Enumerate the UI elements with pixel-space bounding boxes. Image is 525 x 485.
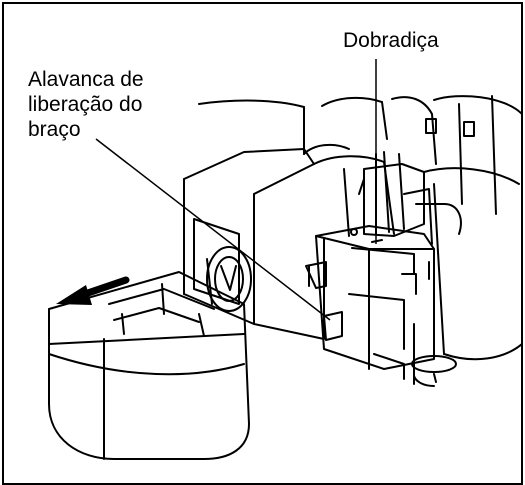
free-arm-module (315, 225, 435, 370)
base-left-block (183, 148, 315, 325)
presser-foot-area (363, 163, 425, 237)
hinge-label: Dobradiça (343, 29, 439, 52)
machine-top-curve (198, 99, 305, 108)
lever-label-line-1: Alavanca de (28, 68, 144, 91)
detached-cover (48, 271, 250, 460)
lever-label-line-3: braço (28, 118, 81, 141)
arm-release-lever-label: Alavanca de liberação do braço (28, 67, 144, 142)
dial-knob (206, 246, 252, 312)
removal-direction-arrow (56, 276, 130, 305)
lever-label-line-2: liberação do (28, 93, 143, 116)
serger-machine-illustration (48, 59, 521, 460)
lever-leader-line (95, 138, 331, 321)
